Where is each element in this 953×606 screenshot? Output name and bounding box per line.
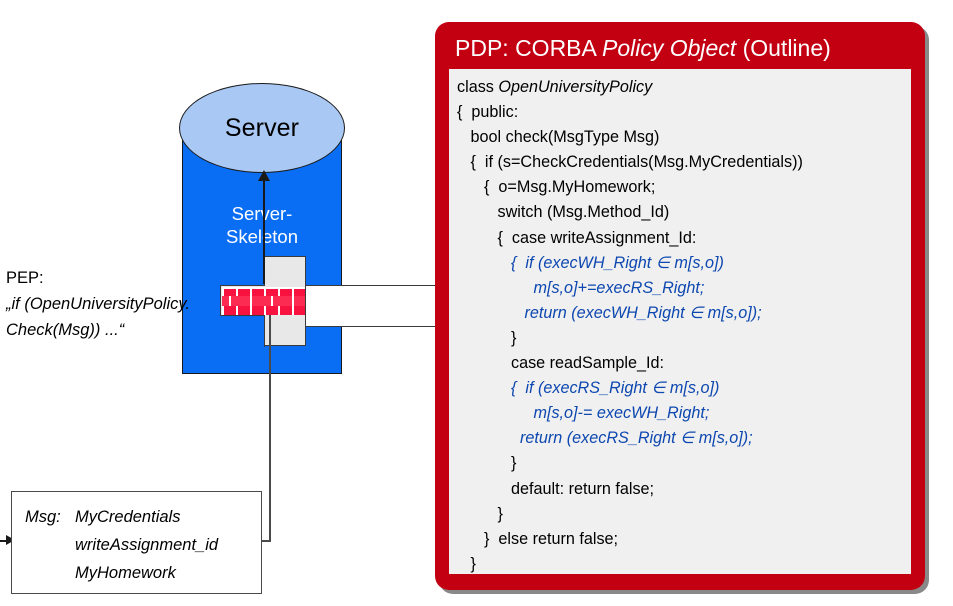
pdp-title-suffix: (Outline) — [736, 35, 831, 61]
code-line-13: m[s,o]-= execWH_Right; — [457, 404, 710, 423]
arrow-up-shaft — [263, 178, 265, 284]
pep-quote-line-1: „if (OpenUniversityPolicy. — [6, 295, 190, 313]
msg-box-content: Msg: MyCredentials writeAssignment_id MyH… — [25, 503, 218, 587]
server-label: Server — [224, 113, 300, 142]
code-line-10: } — [457, 328, 517, 347]
msg-inbound-arrow-head-icon — [6, 535, 15, 545]
code-line-0: class OpenUniversityPolicy — [457, 75, 911, 100]
arrow-up-head-icon — [258, 170, 270, 181]
code-line-4: { o=Msg.MyHomework; — [457, 178, 656, 197]
code-line-19: } — [457, 554, 476, 573]
policy-code-block: class OpenUniversityPolicy { public: bool… — [449, 69, 911, 574]
msg-box: Msg: MyCredentials writeAssignment_id MyH… — [11, 491, 262, 594]
interceptor-notch-top — [220, 255, 265, 286]
server-cylinder-top: Server — [179, 83, 345, 173]
code-line-7: { if (execWH_Right ∈ m[s,o]) — [457, 253, 724, 272]
code-line-9: return (execWH_Right ∈ m[s,o]); — [457, 303, 762, 322]
code-line-6: { case writeAssignment_Id: — [457, 228, 697, 247]
pdp-title-prefix: PDP: CORBA — [455, 35, 602, 61]
code-line-16: default: return false; — [457, 479, 655, 498]
pdp-panel: PDP: CORBA Policy Object (Outline) class… — [435, 22, 925, 590]
code-line-8: m[s,o]+=execRS_Right; — [457, 278, 705, 297]
pep-quote-line-2: Check(Msg)) ...“ — [6, 321, 125, 339]
code-line-18: } else return false; — [457, 529, 619, 548]
code-line-5: switch (Msg.Method_Id) — [457, 203, 670, 222]
msg-flow-line — [269, 315, 271, 542]
msg-field-0: MyCredentials — [75, 508, 181, 526]
code-line-11: case readSample_Id: — [457, 354, 664, 373]
msg-row-0: Msg: MyCredentials — [25, 503, 218, 531]
server-diagram: Server Server- Skeleton PEP: „if (OpenUn… — [0, 0, 430, 606]
brick-wall-icon — [222, 287, 305, 315]
pep-heading: PEP: — [6, 269, 44, 287]
interceptor-notch-bottom — [220, 315, 265, 347]
pep-annotation: PEP: „if (OpenUniversityPolicy. Check(Ms… — [6, 265, 226, 343]
code-line-2: bool check(MsgType Msg) — [457, 128, 660, 147]
msg-field-1: writeAssignment_id — [75, 536, 219, 554]
code-line-14: return (execRS_Right ∈ m[s,o]); — [457, 429, 753, 448]
code-line-12: { if (execRS_Right ∈ m[s,o]) — [457, 379, 720, 398]
code-keyword: class — [457, 78, 499, 96]
msg-flow-line-hook — [262, 540, 271, 542]
msg-label: Msg: — [25, 508, 61, 526]
code-class-name: OpenUniversityPolicy — [498, 78, 653, 96]
code-line-15: } — [457, 454, 517, 473]
code-line-17: } — [457, 504, 503, 523]
code-line-3: { if (s=CheckCredentials(Msg.MyCredentia… — [457, 153, 803, 172]
pdp-panel-title: PDP: CORBA Policy Object (Outline) — [455, 35, 831, 62]
server-skeleton-label: Server- Skeleton — [226, 203, 298, 247]
pdp-title-italic: Policy Object — [601, 35, 737, 61]
msg-field-2: MyHomework — [75, 564, 176, 582]
code-line-1: { public: — [457, 103, 519, 122]
